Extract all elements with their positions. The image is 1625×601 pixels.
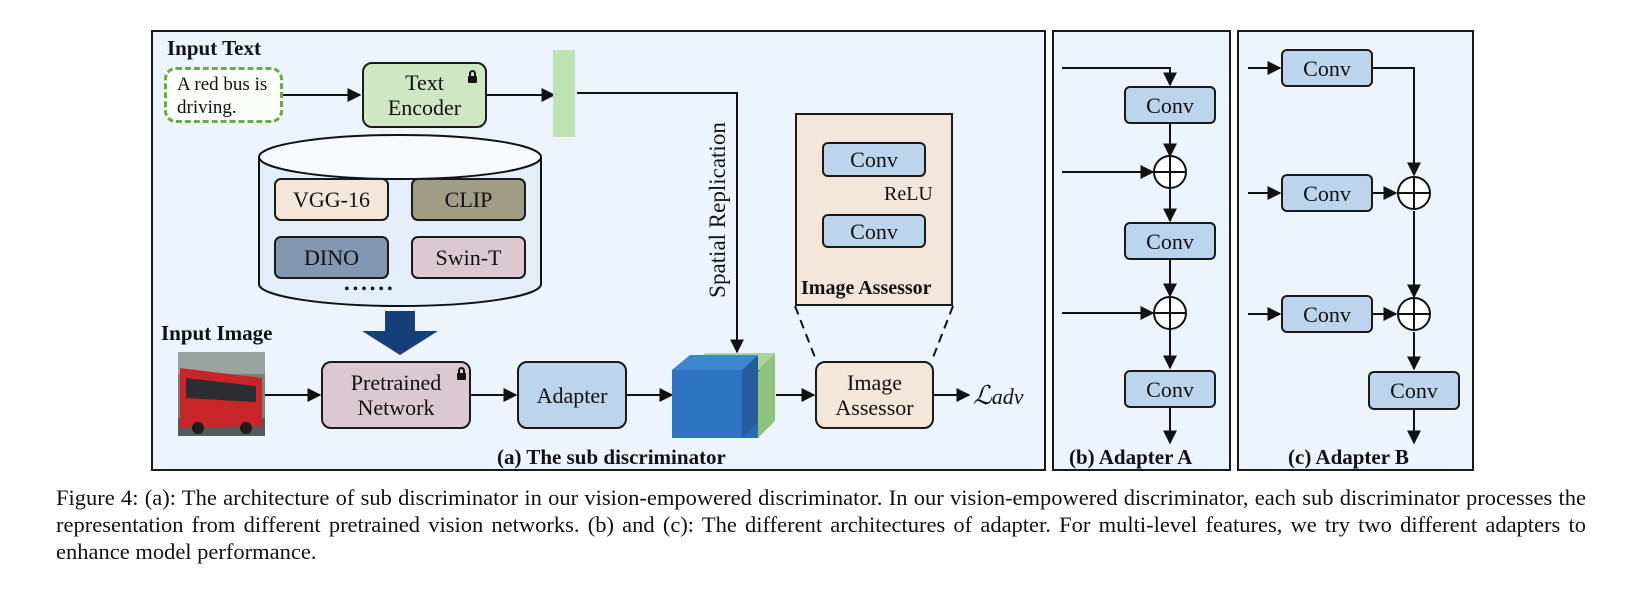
pretrained-network-box: Pretrained Network <box>321 361 471 429</box>
zoom-line-right <box>931 305 954 361</box>
adder-icons <box>1153 155 1431 331</box>
loss-subscript: adv <box>991 384 1024 409</box>
backbone-dino: DINO <box>274 236 389 279</box>
text-embedding-vector <box>553 50 575 137</box>
feature-cube-icon <box>672 353 775 438</box>
more-backbones-ellipsis: •••••• <box>344 281 396 298</box>
input-text-box: A red bus is driving. <box>164 67 283 123</box>
adapter-box: Adapter <box>517 361 627 429</box>
add-icon <box>1397 176 1431 210</box>
adapter-b-conv-2: Conv <box>1281 174 1373 212</box>
backbone-swin-t: Swin-T <box>411 236 526 279</box>
arrow-spatial-replication <box>577 92 744 354</box>
adapter-a-conv-3: Conv <box>1124 370 1216 408</box>
text-encoder-box: Text Encoder <box>362 62 487 128</box>
text-encoder-line: Encoder <box>387 95 462 120</box>
image-assessor-box: Image Assessor <box>815 361 934 429</box>
down-arrow-icon <box>362 311 438 355</box>
add-icon <box>1153 155 1187 189</box>
input-image-title: Input Image <box>161 321 273 345</box>
add-icon <box>1153 296 1187 330</box>
figure-caption: Figure 4: (a): The architecture of sub d… <box>56 485 1586 564</box>
detail-relu-label: ReLU <box>884 183 933 205</box>
panel-a-caption: (a) The sub discriminator <box>497 445 726 469</box>
adapter-a-conv-2: Conv <box>1124 222 1216 260</box>
zoom-line-left <box>794 305 817 361</box>
detail-conv-1: Conv <box>822 142 926 177</box>
input-image-bus <box>178 352 265 436</box>
adapter-b-conv-3: Conv <box>1281 295 1373 333</box>
panel-b-caption: (b) Adapter A <box>1069 445 1193 469</box>
spatial-replication-label: Spatial Replication <box>705 122 730 298</box>
arrow-b-conv1-add1 <box>1373 67 1421 177</box>
input-text-line: driving. <box>177 97 237 118</box>
assessor-line: Image <box>847 370 902 395</box>
pretrained-line: Pretrained <box>350 370 442 395</box>
arrow-a-in1 <box>1062 67 1177 87</box>
adversarial-loss-label: ℒadv <box>973 381 1024 411</box>
add-icon <box>1397 297 1431 331</box>
text-encoder-line: Text <box>405 70 444 95</box>
pretrained-line: Network <box>357 395 435 420</box>
adapter-b-conv-4: Conv <box>1368 371 1460 410</box>
lock-icon <box>468 70 477 83</box>
backbone-vgg16: VGG-16 <box>274 178 389 221</box>
detail-title: Image Assessor <box>801 277 932 299</box>
adapter-a-conv-1: Conv <box>1124 86 1216 124</box>
input-text-line: A red bus is <box>177 74 268 95</box>
assessor-line: Assessor <box>835 395 914 420</box>
backbone-clip: CLIP <box>411 178 526 221</box>
loss-symbol: ℒ <box>973 381 992 410</box>
lock-icon <box>457 367 466 380</box>
detail-conv-2: Conv <box>822 214 926 248</box>
panel-c-caption: (c) Adapter B <box>1288 445 1409 469</box>
adapter-b-conv-1: Conv <box>1281 49 1373 87</box>
input-text-title: Input Text <box>167 36 261 60</box>
